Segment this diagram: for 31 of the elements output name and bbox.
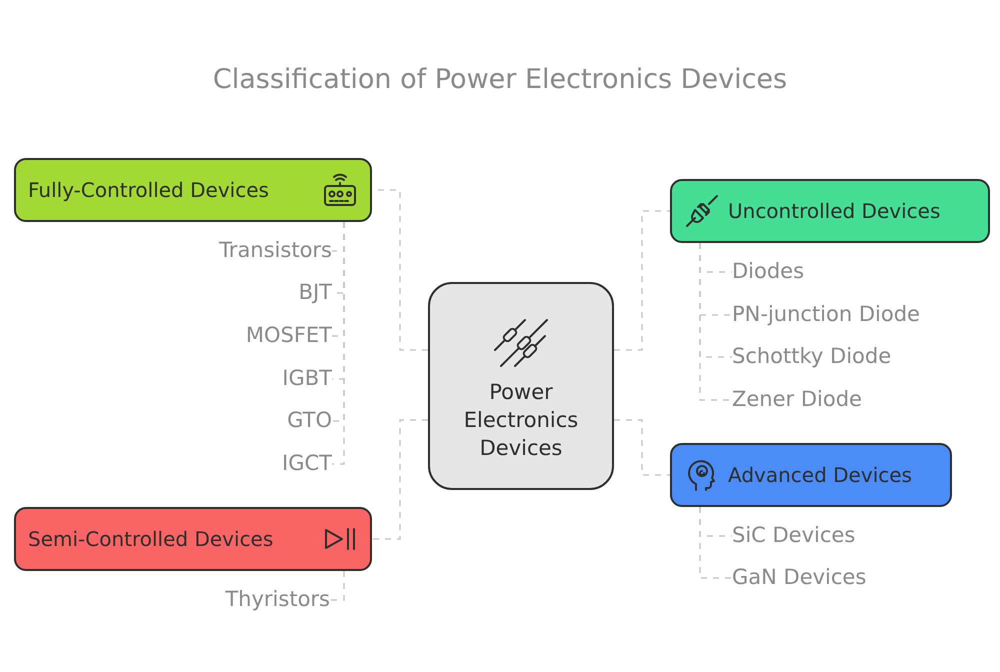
device-label: Diodes (732, 258, 804, 286)
category-box (14, 507, 372, 571)
connector-line (699, 243, 732, 401)
connector-line (614, 419, 670, 476)
diagram-title: Classification of Power Electronics Devices (212, 63, 788, 97)
device-label: Transistors (219, 237, 332, 264)
device-label: Schottky Diode (732, 343, 892, 370)
device-label: Zener Diode (732, 386, 862, 414)
device-label: PN-junction Diode (732, 301, 920, 328)
node-title: Power Electronics Devices (462, 379, 580, 462)
category-box (14, 158, 372, 222)
device-label: IGBT (282, 365, 332, 392)
category-label: Advanced Devices (728, 462, 912, 489)
device-label: GTO (287, 407, 332, 434)
connector-line (372, 419, 428, 540)
central-node-box (428, 282, 614, 490)
device-label: Thyristors (225, 586, 330, 614)
category-box (670, 179, 990, 243)
device-label: BJT (298, 279, 332, 306)
connector-line (330, 571, 345, 601)
device-label: IGCT (282, 450, 332, 478)
category-box (670, 443, 952, 507)
device-label: MOSFET (246, 322, 332, 350)
category-label: Uncontrolled Devices (728, 198, 940, 225)
category-label: Fully-Controlled Devices (28, 177, 269, 204)
connector-line (699, 507, 732, 579)
device-label: SiC Devices (732, 522, 856, 550)
device-label: GaN Devices (732, 564, 866, 592)
category-label: Semi-Controlled Devices (28, 526, 274, 553)
connector-line (332, 222, 345, 465)
connector-line (614, 210, 670, 351)
